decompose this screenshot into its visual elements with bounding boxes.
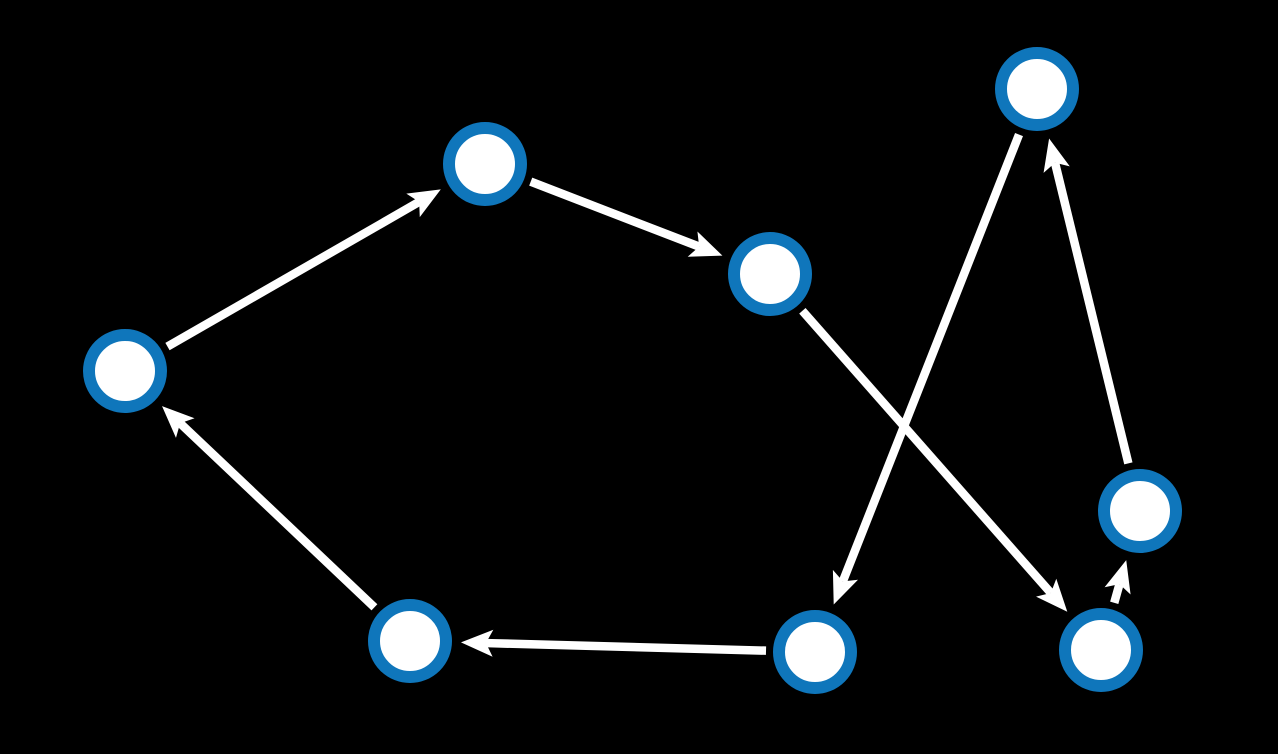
arrowhead-icon [460, 629, 494, 657]
arrowhead-icon [1036, 578, 1068, 612]
graph-edge-left-to-upper-middle [165, 189, 441, 351]
edge-line [838, 133, 1023, 583]
edge-line [1110, 582, 1124, 604]
graph-node-bottom-left [368, 599, 452, 683]
graph-node-right [1098, 469, 1182, 553]
edge-line [529, 177, 701, 251]
arrowhead-icon [687, 231, 723, 257]
arrowhead-icon [1104, 560, 1131, 595]
graph-edge-upper-middle-to-middle [529, 177, 723, 257]
graph-edge-bottom-left-to-left [162, 406, 378, 611]
arrowhead-icon [832, 569, 859, 605]
arrowhead-icon [1043, 138, 1070, 173]
graph-node-bottom-middle [773, 610, 857, 694]
edge-line [177, 420, 378, 611]
edge-line [165, 198, 422, 351]
edge-line [799, 307, 1054, 596]
graph-edge-middle-to-bottom-right [799, 307, 1068, 612]
edge-line [485, 638, 767, 655]
edge-line [1050, 161, 1133, 465]
arrowhead-icon [162, 406, 195, 438]
arrowhead-icon [406, 189, 441, 218]
graph-edge-bottom-right-to-right [1104, 560, 1131, 604]
graph-node-left [83, 329, 167, 413]
graph-node-top-right [995, 47, 1079, 131]
graph-edge-right-to-top-right [1043, 138, 1133, 465]
graph-edge-top-right-to-bottom-middle [832, 133, 1023, 605]
graph-node-middle [728, 232, 812, 316]
graph-node-bottom-right [1059, 608, 1143, 692]
graph-node-upper-middle [443, 122, 527, 206]
graph-edge-bottom-middle-to-bottom-left [460, 629, 767, 657]
